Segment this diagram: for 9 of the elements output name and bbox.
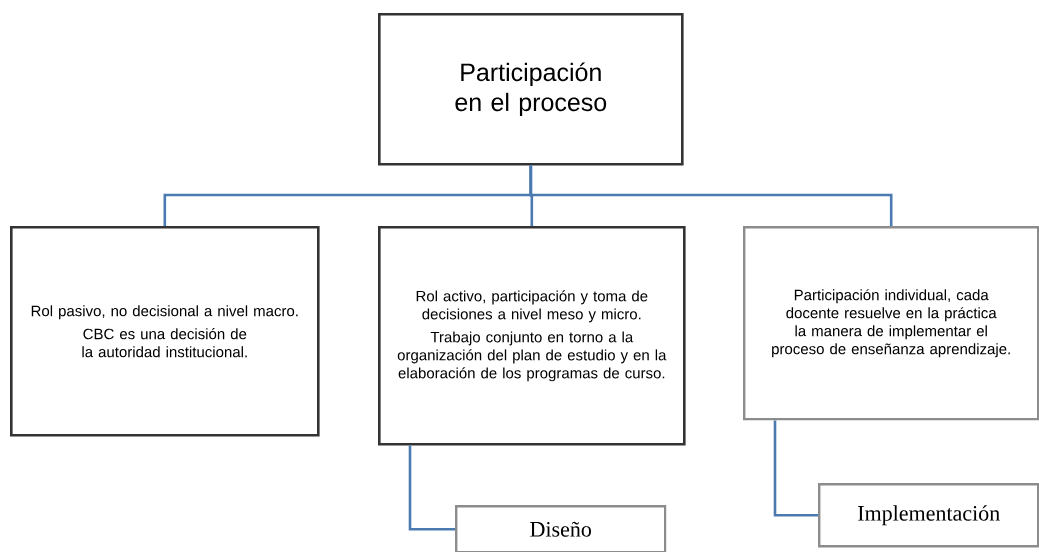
- process-box: Rol activo, participación y toma de decisiones a nivel meso y micro. Trabajo conjunto en torno a la organización del plan de estudio y en la elaboración de los programas de curso.: [378, 226, 686, 446]
- process-box: Rol pasivo, no decisional a nivel macro. CBC es una decisión de la autoridad institucional.: [10, 226, 320, 437]
- process-box: Participación individual, cada docente resuelve en la práctica la manera de implementar el proceso de enseñanza aprendizaje.: [743, 226, 1039, 421]
- connector-line: [408, 445, 455, 531]
- connector-line: [773, 420, 818, 517]
- process-box: Participación en el proceso: [378, 13, 684, 166]
- process-box: Diseño: [455, 505, 667, 552]
- process-box: Implementación: [818, 483, 1039, 548]
- connector-line: [529, 165, 893, 226]
